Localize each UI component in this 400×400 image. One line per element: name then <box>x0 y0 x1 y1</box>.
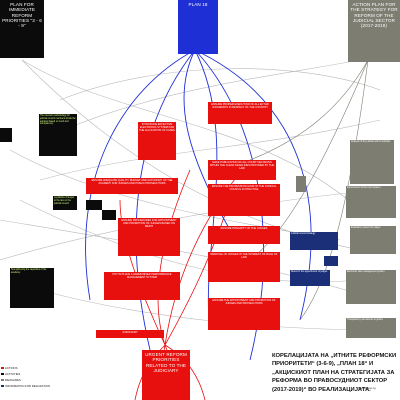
info-box-3 <box>324 256 338 266</box>
action-box-2: INTRODUCE EFFECTIVE ELECTRONIC SYSTEM FO… <box>138 122 176 160</box>
measure-box-2: Improvement of the court system <box>346 186 396 218</box>
action-box-3: MAKE PUBLICATION OF ALL COURT DECISIONS … <box>208 160 276 180</box>
action-box-8: REMOVAL OF JUDGES IN THE INTEREST OF RUL… <box>208 252 280 282</box>
action-box-9: PUT IN PLACE A HARMONISED PERFORMANCE MA… <box>104 272 180 300</box>
legend-label: ACTIVITIES <box>5 372 21 376</box>
legend-swatch <box>1 379 4 382</box>
measure-box-6 <box>296 176 306 192</box>
legend-swatch <box>1 373 4 376</box>
activity-box-small-2 <box>102 210 116 220</box>
measure-box-4: Electronic case management system <box>346 270 396 304</box>
measure-box-5: Transparency and access to justice <box>346 318 396 338</box>
action-box-11: JUDICIARY <box>96 330 164 338</box>
legend-item-activities: ACTIVITIES <box>1 372 20 376</box>
action-box-1: ENSURE PROPER EXECUTION OF ALL ECTHR JUD… <box>208 102 272 124</box>
action-box-7: ENSURE INTEGRITY OF THE JUDGES <box>208 226 280 244</box>
action-box-10: ENSURE THE APPOINTMENT AND PROMOTION OF … <box>208 298 280 330</box>
action-box-4: ENSURE ADEQUATE QUALITY, BUDGET AND AUTO… <box>86 178 178 194</box>
activity-box-small-3 <box>0 128 12 142</box>
legend-label: ACTIONS <box>5 366 18 370</box>
header-bottom: URGENT REFORM PRIORITIES RELATED TO THE … <box>142 350 190 400</box>
legend-swatch <box>1 385 4 388</box>
legend-item-info: INFORMATION FOR REALIZATION <box>1 384 50 388</box>
header-left: PLAN FOR IMMEDIATE REFORM PRIORITIES "3 … <box>0 0 44 58</box>
prepared-by-note: Подготвено од <box>358 387 376 390</box>
info-box-2: Rules for the appointment of judges <box>290 270 330 286</box>
measure-box-1: Analysis of the judicial reform activiti… <box>350 140 394 184</box>
legend-item-actions: ACTIONS <box>1 366 17 370</box>
legend-item-measures: MEASURES <box>1 378 21 382</box>
header-center: PLAN 18 <box>178 0 218 54</box>
diagram-caption: КОРЕЛАЦИЈАТА НА „ИТНИТЕ РЕФОРМСКИ ПРИОРИ… <box>272 353 397 393</box>
legend-label: INFORMATION FOR REALIZATION <box>5 384 50 388</box>
activity-box-1: The relevant methodology for judicial co… <box>39 114 77 156</box>
action-box-6: ENSURE PROCEDURES FOR APPOINTMENT AND PR… <box>118 218 180 256</box>
header-right: ACTION PLAN FOR THE STRATEGY FOR REFORM … <box>348 0 400 62</box>
action-box-5: ENSURE THE PROFESSIONALISM OF THE JUDICI… <box>208 184 280 216</box>
legend-label: MEASURES <box>5 378 21 382</box>
activity-box-2: Legislative changes to the law on the ju… <box>53 196 77 210</box>
activity-box-small-1 <box>86 200 102 210</box>
measure-box-3: Evaluation system for judges <box>350 226 396 254</box>
legend-swatch <box>1 367 4 370</box>
info-box-1: Judicial council strategy <box>290 232 338 250</box>
activity-box-3: Strengthening the capacities of the acad… <box>10 268 54 308</box>
